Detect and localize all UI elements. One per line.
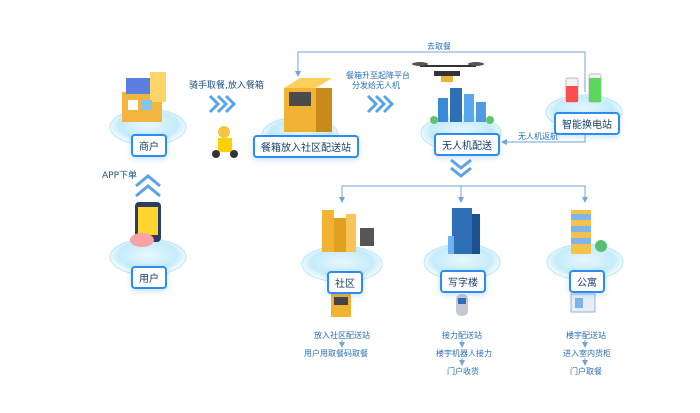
robot-icon (456, 294, 468, 316)
node-battery-swap: 智能换电站 (554, 112, 620, 135)
community-buildings-icon (322, 210, 374, 252)
chevron-right-icon-2 (366, 94, 395, 114)
go-pickup-line (295, 51, 586, 92)
edge-app-order: APP下单 (102, 171, 138, 181)
branch-line (341, 185, 586, 200)
apartment-icon (571, 210, 607, 254)
office-step-2: 楼宇机器人接力 (436, 349, 492, 358)
community-locker-icon (331, 293, 351, 317)
rider-icon (212, 126, 238, 158)
node-merchant: 商户 (131, 134, 167, 157)
office-step-3: 门户收货 (447, 367, 479, 376)
city-icon (430, 88, 494, 124)
chevron-up-icon (135, 174, 161, 198)
office-step-1: 接力配送站 (442, 331, 482, 340)
edge-drone-return: 无人机返航 (518, 132, 558, 141)
node-office: 写字楼 (440, 270, 486, 293)
edge-go-pickup: 去取餐 (427, 42, 451, 51)
cabinet-icon (570, 293, 596, 313)
node-drone-delivery: 无人机配送 (434, 133, 500, 156)
delivery-station-icon (284, 78, 332, 132)
chevron-right-icon (208, 94, 237, 114)
phone-icon (130, 202, 161, 247)
apartment-step-1: 楼宇配送站 (566, 331, 606, 340)
drone-icon (412, 62, 484, 82)
apartment-step-2: 进入室内货柜 (563, 349, 611, 358)
node-box-to-station: 餐箱放入社区配送站 (253, 135, 359, 158)
office-tower-icon (448, 208, 480, 254)
community-step-2: 用户用取餐码取餐 (304, 349, 368, 358)
node-user: 用户 (131, 266, 167, 289)
chevron-down-icon (450, 158, 472, 178)
edge-rider-pickup: 骑手取餐,放入餐箱 (189, 81, 264, 91)
battery-icon (565, 73, 602, 103)
merchant-icon (122, 72, 166, 122)
apartment-step-3: 门户取餐 (570, 367, 602, 376)
node-community: 社区 (327, 271, 363, 294)
community-step-1: 放入社区配送站 (314, 331, 370, 340)
edge-lift-line-1: 餐箱升至起降平台 (346, 71, 410, 80)
edge-lift-line-2: 分发给无人机 (352, 81, 400, 90)
node-apartment: 公寓 (569, 270, 605, 293)
